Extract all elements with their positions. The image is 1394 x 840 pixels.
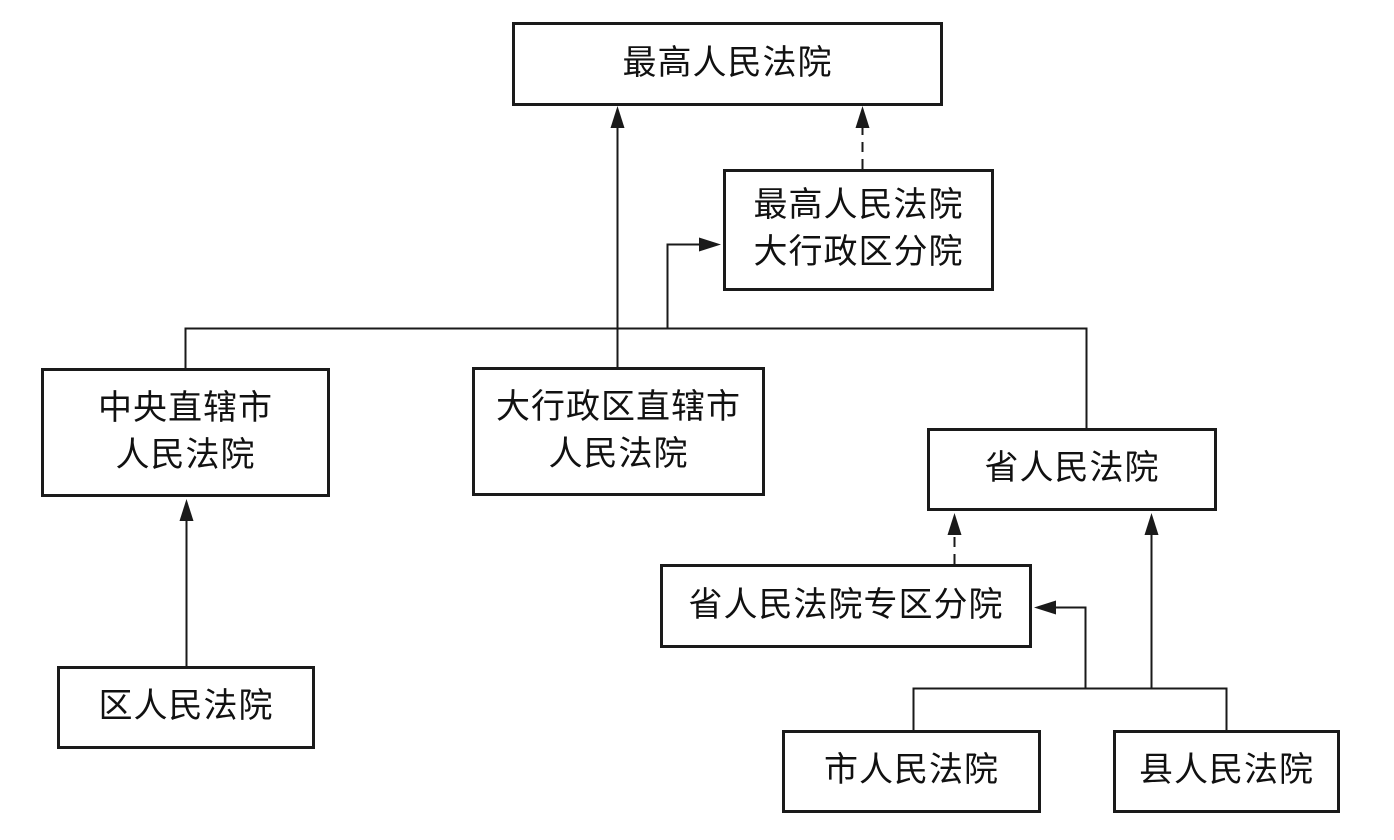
box-city-court-label: 市人民法院 xyxy=(824,752,999,790)
box-province-prefecture-branch-label: 省人民法院专区分院 xyxy=(688,586,1004,624)
box-regional-municipality-court-line2: 人民法院 xyxy=(548,435,689,473)
box-county-court-label: 县人民法院 xyxy=(1139,752,1314,790)
box-district-court-label: 区人民法院 xyxy=(98,688,274,726)
edge-city-county-to-prefecture-branch xyxy=(1034,600,1087,688)
box-regional-municipality-court-line1: 大行政区直辖市 xyxy=(496,388,741,426)
box-supreme-regional-branch-line2: 大行政区分院 xyxy=(753,234,964,271)
box-supreme-regional-branch: 最高人民法院 大行政区分院 xyxy=(723,169,994,291)
edge-district-to-central xyxy=(179,499,194,666)
edge-city-county-to-province xyxy=(1144,513,1159,688)
edge-regional-branch-to-supreme xyxy=(855,106,870,169)
box-province-prefecture-branch: 省人民法院专区分院 xyxy=(660,564,1032,648)
box-province-court-label: 省人民法院 xyxy=(984,450,1160,488)
edge-city-county-trunk xyxy=(912,687,1228,730)
box-supreme-court-label: 最高人民法院 xyxy=(622,44,833,82)
box-county-court: 县人民法院 xyxy=(1113,730,1340,813)
box-central-municipality-court-line2: 人民法院 xyxy=(115,436,256,474)
edge-main-trunk xyxy=(184,327,1088,428)
box-central-municipality-court: 中央直辖市 人民法院 xyxy=(41,368,330,497)
box-regional-municipality-court: 大行政区直辖市 人民法院 xyxy=(472,367,765,496)
box-supreme-court: 最高人民法院 xyxy=(512,22,943,106)
box-province-court: 省人民法院 xyxy=(927,428,1217,511)
box-city-court: 市人民法院 xyxy=(782,730,1041,813)
edge-trunk-to-regional-branch xyxy=(666,237,721,329)
box-district-court: 区人民法院 xyxy=(57,666,315,749)
box-central-municipality-court-line1: 中央直辖市 xyxy=(98,389,273,427)
edge-prefecture-branch-to-province xyxy=(947,513,962,564)
edge-regional-municipality-to-supreme xyxy=(610,106,625,367)
box-supreme-regional-branch-line1: 最高人民法院 xyxy=(753,187,964,225)
